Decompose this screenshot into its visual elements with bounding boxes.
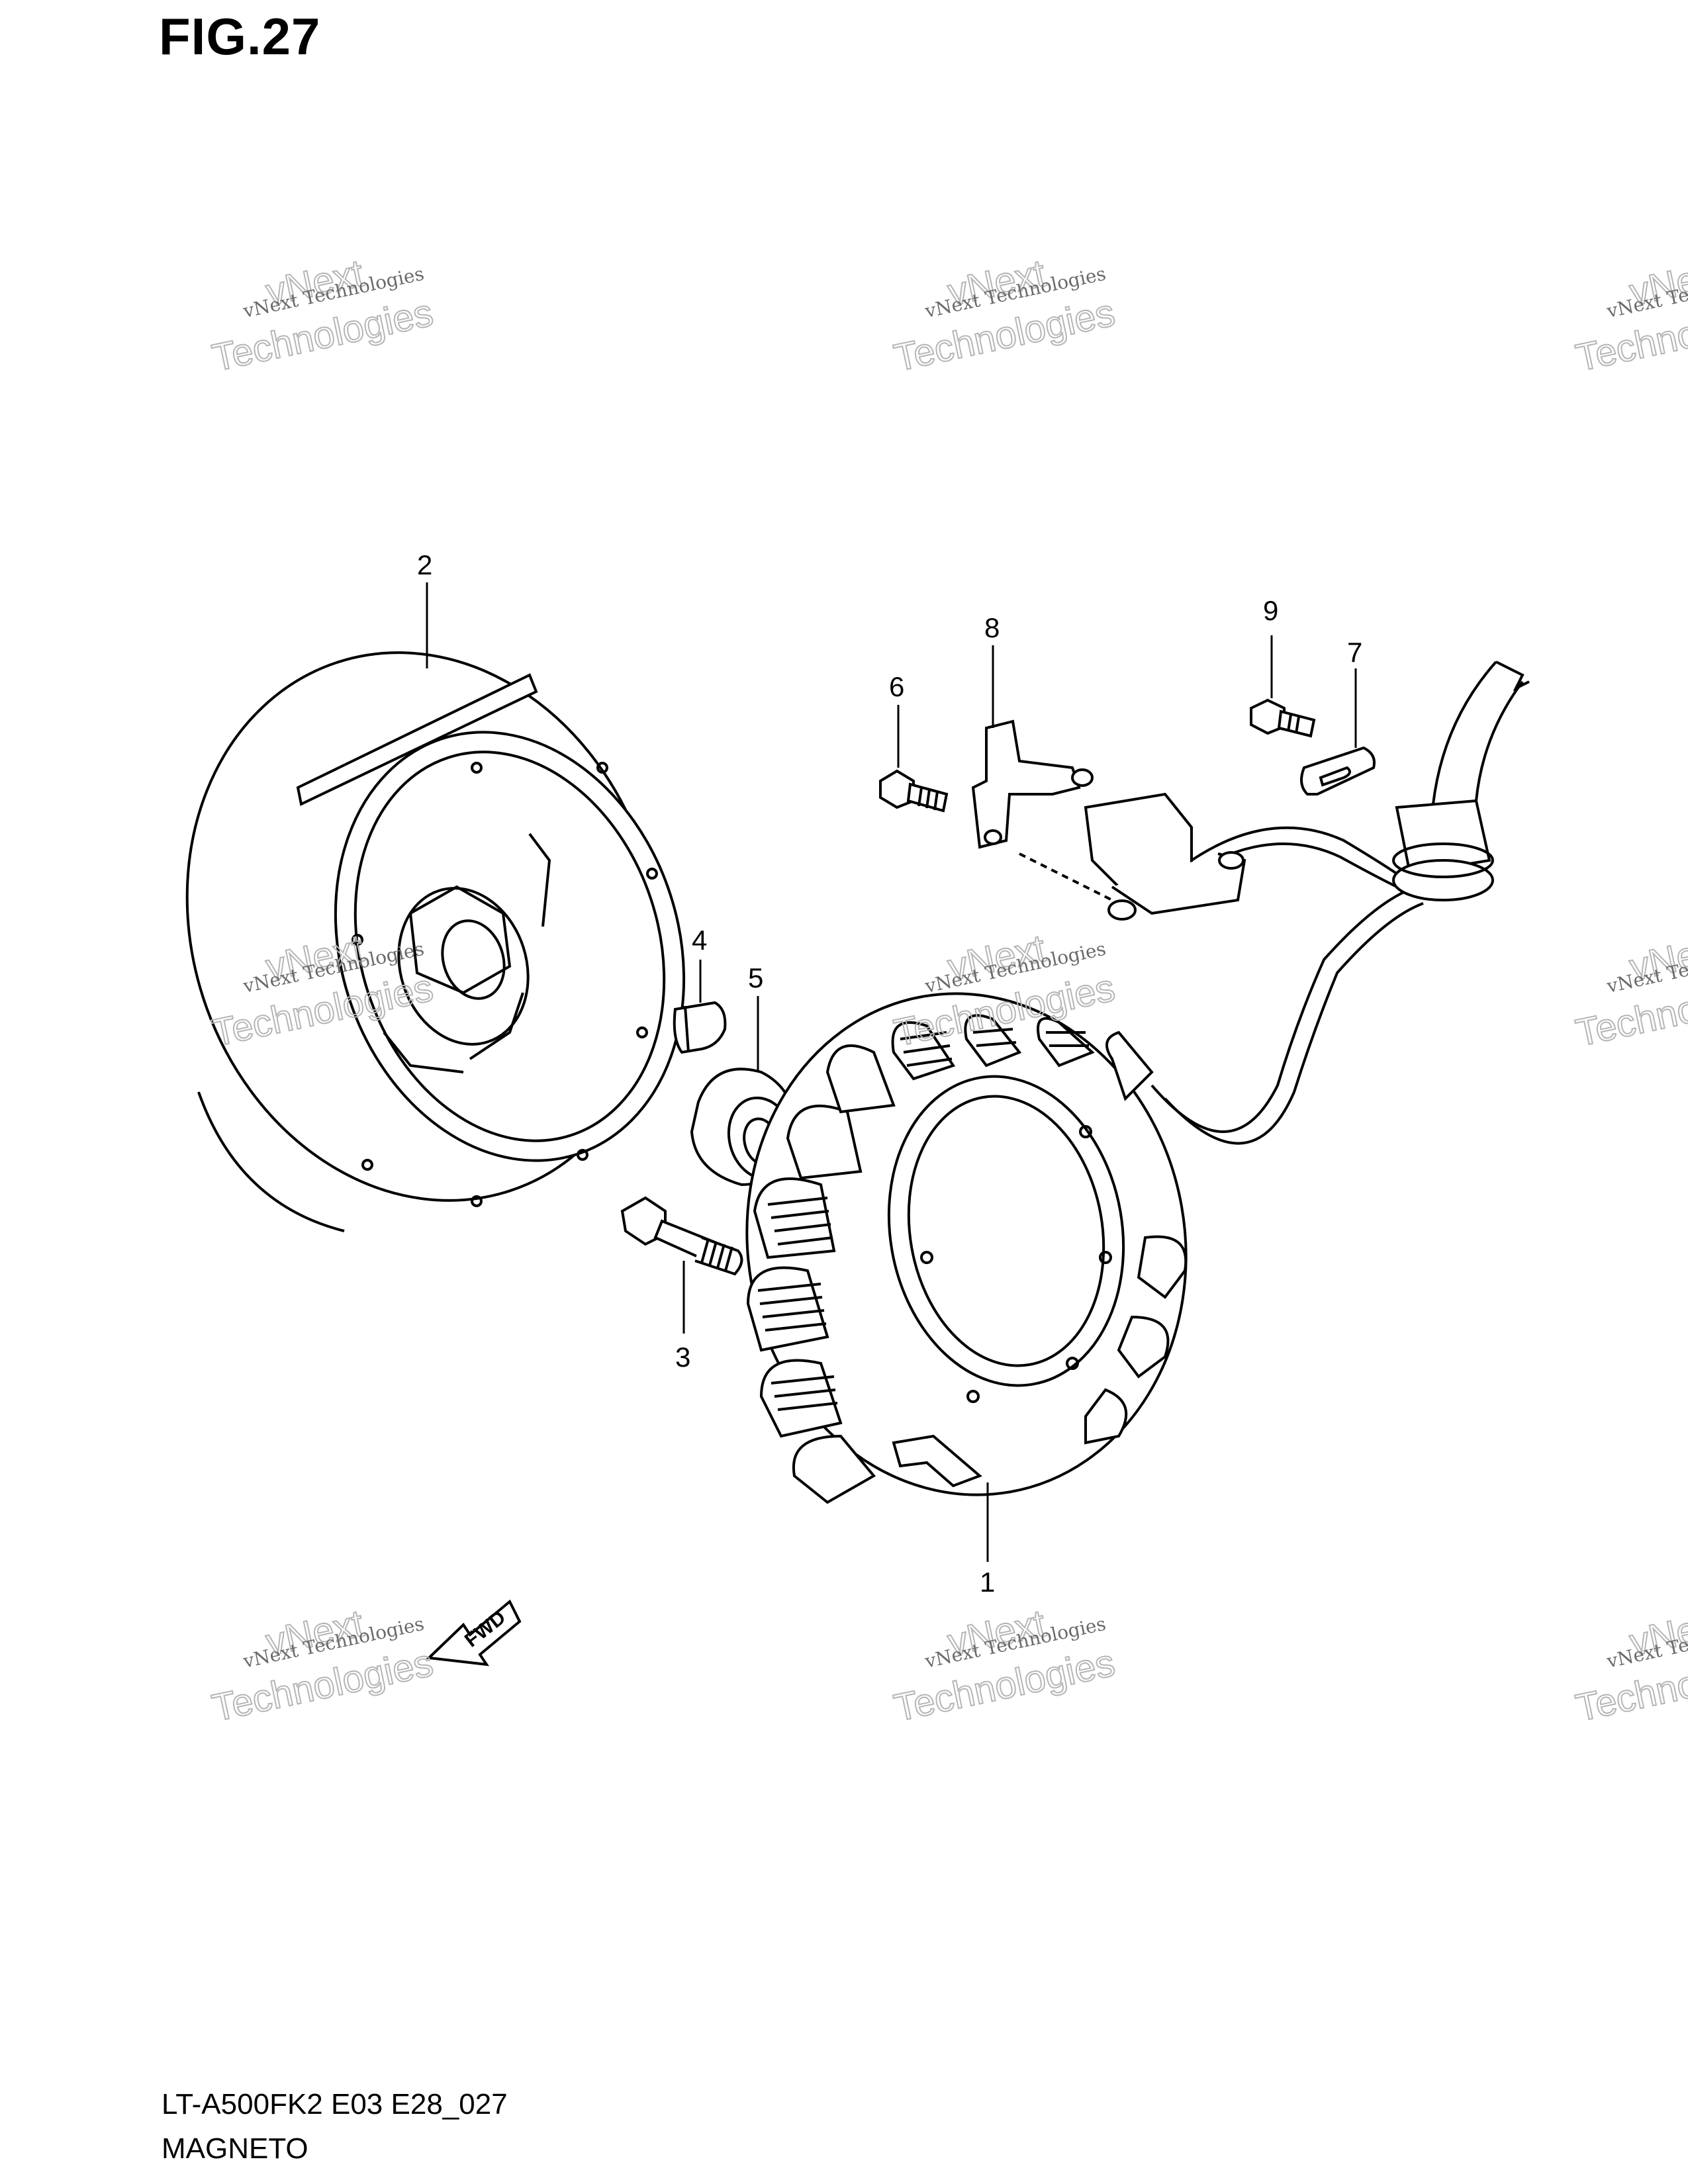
- callout-1[interactable]: 1: [980, 1567, 995, 1598]
- forward-arrow-icon: FWD: [426, 1599, 522, 1666]
- stator-part-1[interactable]: [708, 958, 1225, 1529]
- watermark-tile: vNext vNext Technologies Technologies: [890, 251, 1119, 380]
- watermark-tile: vNext vNext Technologies Technologies: [208, 251, 438, 380]
- callout-5[interactable]: 5: [748, 962, 763, 993]
- callout-9[interactable]: 9: [1263, 595, 1278, 626]
- callout-7[interactable]: 7: [1347, 637, 1362, 668]
- bracket-part-8[interactable]: [971, 719, 1246, 921]
- callout-2[interactable]: 2: [417, 549, 432, 580]
- watermark-tile: vNext vNext Technologies Technologies: [1571, 1601, 1688, 1730]
- key-part-4[interactable]: [673, 1001, 727, 1054]
- watermark-tile: vNext vNext Technologies Technologies: [890, 1601, 1119, 1730]
- clamp-plate-part-7[interactable]: [1300, 746, 1376, 796]
- callout-3[interactable]: 3: [675, 1342, 690, 1373]
- figure-title: FIG.27: [159, 7, 321, 66]
- watermark-tile: vNext vNext Technologies Technologies: [1571, 251, 1688, 380]
- callout-8[interactable]: 8: [984, 612, 1000, 643]
- screw-part-6[interactable]: [879, 769, 949, 813]
- callout-4[interactable]: 4: [692, 925, 707, 956]
- watermark-tile: vNext vNext Technologies Technologies: [208, 1601, 438, 1730]
- callout-6[interactable]: 6: [889, 671, 904, 702]
- rotor-part-2[interactable]: [117, 590, 737, 1262]
- bolt-part-3[interactable]: [620, 1196, 743, 1276]
- model-code: LT-A500FK2 E03 E28_027: [162, 2088, 508, 2120]
- watermark-tile: vNext vNext Technologies Technologies: [1571, 926, 1688, 1055]
- section-name: MAGNETO: [162, 2132, 308, 2165]
- screw-part-9[interactable]: [1250, 698, 1316, 738]
